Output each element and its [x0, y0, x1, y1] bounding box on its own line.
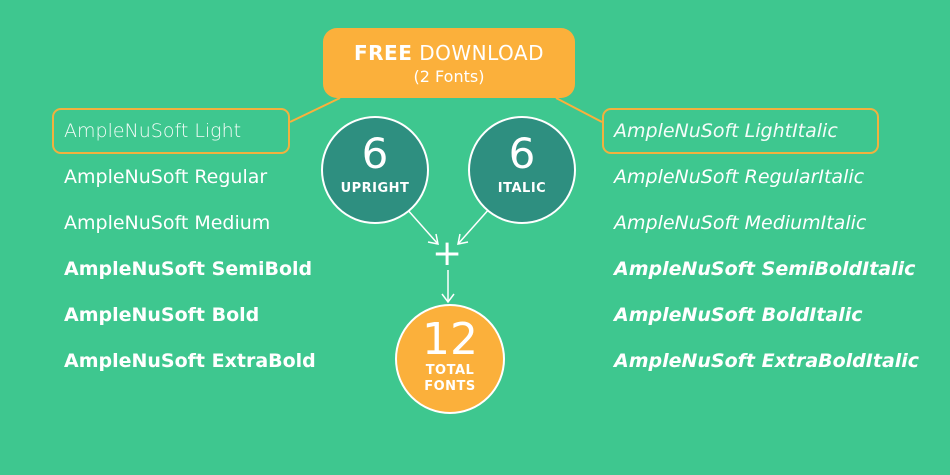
total-label-line1: TOTAL	[425, 363, 475, 378]
free-word: FREE	[353, 41, 413, 65]
font-item-light: AmpleNuSoft Light	[52, 108, 290, 154]
font-item-bold: AmpleNuSoft Bold	[64, 304, 260, 326]
italic-label: ITALIC	[497, 181, 547, 196]
free-download-badge[interactable]: FREE DOWNLOAD (2 Fonts)	[323, 28, 575, 98]
upright-label: UPRIGHT	[340, 181, 410, 196]
italic-count-circle: 6 ITALIC	[468, 116, 576, 224]
total-count-circle: 12 TOTAL FONTS	[395, 304, 505, 414]
font-item-extrabold-italic: AmpleNuSoft ExtraBoldItalic	[614, 350, 920, 372]
font-item-semibold-italic: AmpleNuSoft SemiBoldItalic	[614, 258, 916, 280]
font-item-medium: AmpleNuSoft Medium	[64, 212, 271, 234]
upright-count-circle: 6 UPRIGHT	[321, 116, 429, 224]
upright-count: 6	[361, 129, 389, 178]
free-download-subtitle: (2 Fonts)	[413, 67, 485, 86]
font-item-medium-italic: AmpleNuSoft MediumItalic	[614, 212, 867, 234]
download-word: DOWNLOAD	[412, 41, 545, 65]
italic-count: 6	[508, 129, 536, 178]
italic-font-list: AmpleNuSoft LightItalic AmpleNuSoft Regu…	[602, 108, 919, 384]
upright-font-list: AmpleNuSoft Light AmpleNuSoft Regular Am…	[52, 108, 316, 384]
font-item-bold-italic: AmpleNuSoft BoldItalic	[614, 304, 863, 326]
connector-right	[555, 97, 603, 123]
plus-icon: +	[432, 233, 463, 274]
font-item-regular: AmpleNuSoft Regular	[64, 166, 268, 188]
font-item-extrabold: AmpleNuSoft ExtraBold	[64, 350, 316, 372]
font-item-regular-italic: AmpleNuSoft RegularItalic	[614, 166, 865, 188]
arrow-down-head	[441, 293, 455, 304]
total-count: 12	[422, 314, 478, 365]
arrow-italic-line	[457, 207, 491, 245]
free-download-title: FREE DOWNLOAD	[323, 40, 575, 66]
total-label-line2: FONTS	[424, 379, 476, 394]
font-item-semibold: AmpleNuSoft SemiBold	[64, 258, 313, 280]
font-item-light-italic: AmpleNuSoft LightItalic	[602, 108, 879, 154]
